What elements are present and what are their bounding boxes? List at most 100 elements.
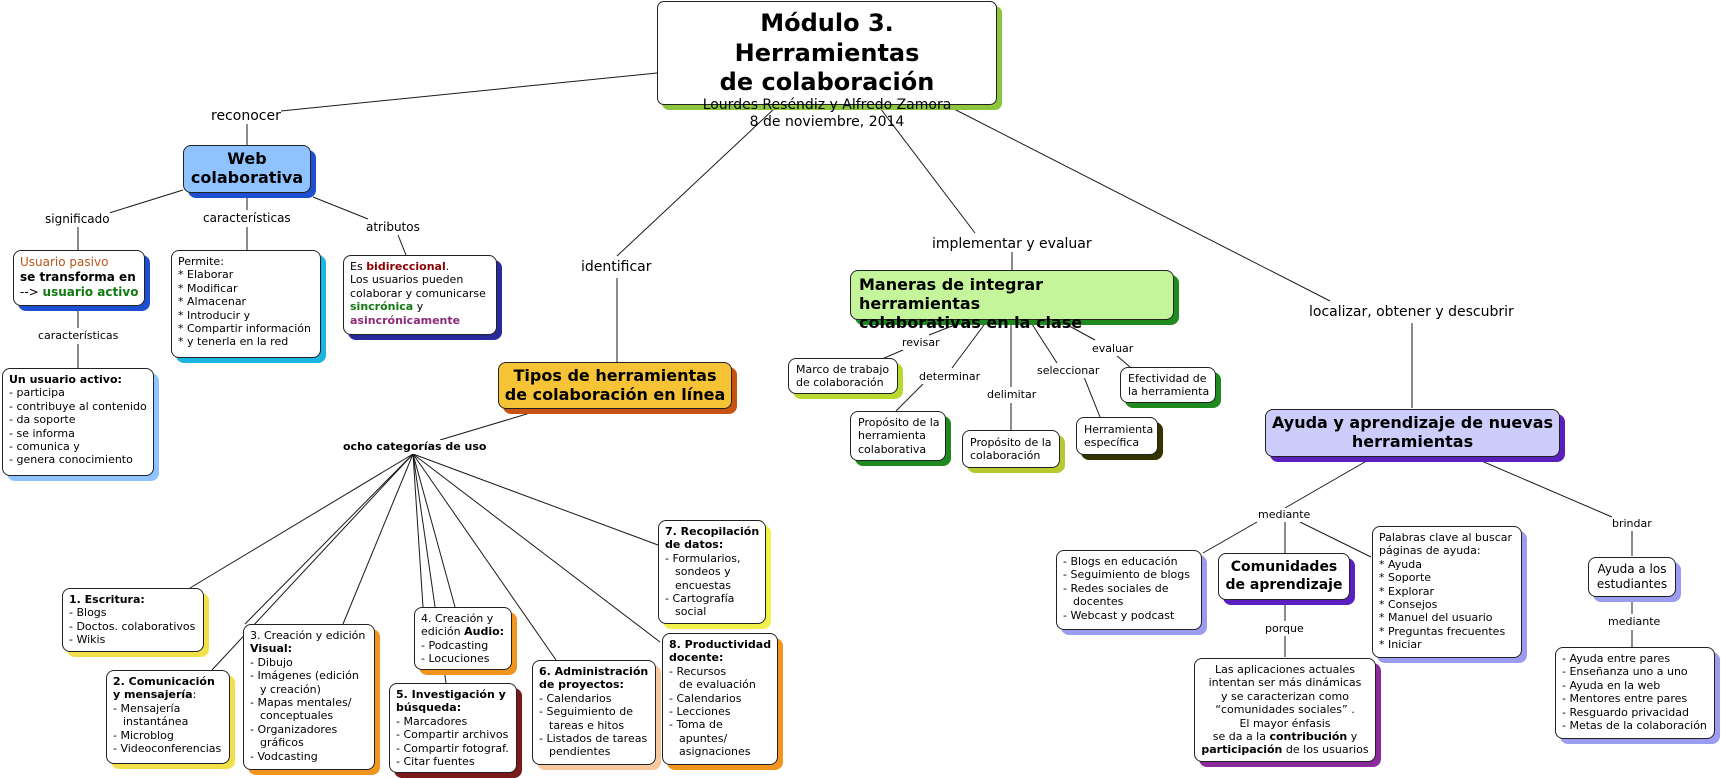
proposito2-line1: Propósito de la <box>970 436 1052 449</box>
list-item: - Podcasting <box>421 638 489 652</box>
cat8-title1: 8. Productividad <box>669 638 772 651</box>
usuario-pasivo-text: Usuario pasivo <box>20 255 109 269</box>
cat2-colon: : <box>192 688 197 702</box>
ayuda-aprendizaje-node: Ayuda y aprendizaje de nuevas herramient… <box>1265 409 1560 457</box>
cat4-title1: 4. Creación y <box>421 612 494 625</box>
herramienta-especifica-node: Herramienta específica <box>1076 417 1158 455</box>
list-item: - Seguimiento de blogs <box>1063 568 1191 582</box>
list-item: - Listados de tareas <box>539 732 648 746</box>
usuario-activo-line: --> usuario activo <box>20 285 138 300</box>
efectividad-node: Efectividad de la herramienta <box>1120 367 1216 403</box>
permite-title: Permite: <box>178 255 224 268</box>
label-ocho-categorias: ocho categorías de uso <box>343 440 487 454</box>
list-item: - Doctos. colaborativos <box>69 619 196 633</box>
cat1-title: 1. Escritura: <box>69 593 145 606</box>
list-item: - Compartir archivos <box>396 728 509 742</box>
apl-participacion: participación <box>1201 743 1283 757</box>
list-item: - Vodcasting <box>250 749 318 763</box>
list-item: - Mensajería <box>113 701 181 715</box>
list-item: * Modificar <box>178 281 238 295</box>
list-item: * Elaborar <box>178 268 234 282</box>
list-item: - Citar fuentes <box>396 755 475 769</box>
arrow-text: --> <box>20 285 43 299</box>
proposito-colaboracion-node: Propósito de la colaboración <box>962 430 1060 468</box>
blogs-educacion-node: - Blogs en educación - Seguimiento de bl… <box>1056 550 1202 630</box>
label-delimitar: delimitar <box>987 388 1037 402</box>
maneras-title-line2: colaborativas en la clase <box>859 313 1083 332</box>
list-item: y creación) <box>260 682 321 696</box>
label-atributos: atributos <box>366 220 420 234</box>
root-authors: Lourdes Reséndiz y Alfredo Zamora <box>702 97 952 113</box>
cat5-title2: búsqueda: <box>396 701 462 715</box>
comunidades-line2: de aprendizaje <box>1225 577 1343 593</box>
cat5-title1: 5. Investigación y <box>396 688 506 701</box>
list-item: social <box>675 605 707 619</box>
maneras-title-line1: Maneras de integrar herramientas <box>859 275 1044 313</box>
list-item: - Organizadores <box>250 722 338 736</box>
list-item: - Redes sociales de <box>1063 581 1169 595</box>
list-item: - Ayuda en la web <box>1562 678 1661 692</box>
list-item: - Enseñanza uno a uno <box>1562 665 1688 679</box>
cat3-visual-node: 3. Creación y edición Visual: - Dibujo -… <box>243 624 375 770</box>
list-item: - Ayuda entre pares <box>1562 652 1671 665</box>
list-item: - Blogs <box>69 606 107 620</box>
list-item: - Mentores entre pares <box>1562 692 1688 706</box>
list-item: asignaciones <box>679 745 751 759</box>
cat4-title2: edición Audio: <box>421 625 505 638</box>
ayudaest-line2: estudiantes <box>1596 577 1668 591</box>
tipos-title-line2: de colaboración en línea <box>504 385 726 404</box>
cat6-title2: de proyectos: <box>539 678 624 692</box>
comunidades-node: Comunidades de aprendizaje <box>1218 553 1350 600</box>
cat6-proyectos-node: 6. Administración de proyectos: - Calend… <box>532 660 656 765</box>
palabras-clave-node: Palabras clave al buscar páginas de ayud… <box>1372 526 1522 658</box>
aplicaciones-node: Las aplicaciones actuales intentan ser m… <box>1194 658 1376 762</box>
ayuda-pares-node: - Ayuda entre pares - Enseñanza uno a un… <box>1555 647 1715 739</box>
list-item: * Preguntas frecuentes <box>1379 624 1506 638</box>
list-item: - Resguardo privacidad <box>1562 705 1689 719</box>
root-node: Módulo 3. Herramientas de colaboración L… <box>657 1 997 130</box>
palabras-line1: Palabras clave al buscar <box>1379 531 1513 544</box>
cat7-recopilacion-node: 7. Recopilación de datos: - Formularios,… <box>658 520 766 624</box>
label-caracteristicas-2: características <box>38 329 119 343</box>
ayuda-title-line1: Ayuda y aprendizaje de nuevas <box>1271 413 1554 432</box>
label-caracteristicas: características <box>203 211 291 225</box>
label-mediante-2: mediante <box>1608 615 1661 629</box>
list-item: * Almacenar <box>178 295 247 309</box>
label-brindar: brindar <box>1612 517 1652 531</box>
cat8-productividad-node: 8. Productividad docente: - Recursos de … <box>662 633 778 765</box>
apl-line7: participación de los usuarios <box>1201 743 1369 756</box>
list-item: - Calendarios <box>669 691 742 705</box>
comunidades-line1: Comunidades <box>1230 559 1338 575</box>
usuario-transforma-text: se transforma en <box>20 270 136 284</box>
maneras-integrar-node: Maneras de integrar herramientas colabor… <box>850 270 1174 332</box>
list-item: gráficos <box>260 736 304 750</box>
list-item: - genera conocimiento <box>9 453 133 467</box>
list-item: - contribuye al contenido <box>9 399 147 413</box>
list-item: instantánea <box>123 715 189 729</box>
list-item: - Formularios, <box>665 551 741 565</box>
list-item: - participa <box>9 386 65 400</box>
herr-line1: Herramienta <box>1084 423 1154 436</box>
palabras-line2: páginas de ayuda: <box>1379 544 1481 558</box>
label-evaluar: evaluar <box>1092 342 1134 356</box>
marco-line2: de colaboración <box>796 376 884 390</box>
root-date: 8 de noviembre, 2014 <box>749 114 905 130</box>
list-item: * y tenerla en la red <box>178 335 289 349</box>
list-item: - comunica y <box>9 440 80 454</box>
proposito-herramienta-node: Propósito de la herramienta colaborativa <box>850 411 946 461</box>
list-item: - Toma de <box>669 718 723 732</box>
cat2-title2: y mensajería: <box>113 688 223 701</box>
proposito1-line3: colaborativa <box>858 442 927 456</box>
label-implementar: implementar y evaluar <box>932 236 1092 252</box>
marco-line1: Marco de trabajo <box>796 363 890 376</box>
list-item: * Manuel del usuario <box>1379 611 1493 625</box>
list-item: * Iniciar <box>1379 638 1422 652</box>
list-item: conceptuales <box>260 709 334 723</box>
bidi-line3: colaborar y comunicarse <box>350 286 486 300</box>
list-item: apuntes/ <box>679 731 728 745</box>
list-item: - Mapas mentales/ <box>250 696 352 710</box>
list-item: sondeos y <box>675 565 731 579</box>
proposito2-line2: colaboración <box>970 449 1041 463</box>
list-item: - Videoconferencias <box>113 742 222 756</box>
ayuda-estudiantes-node: Ayuda a los estudiantes <box>1588 557 1676 597</box>
